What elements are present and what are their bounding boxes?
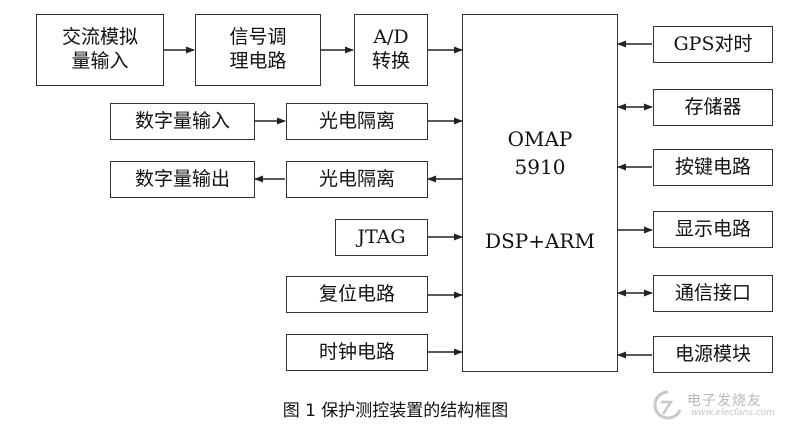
figure-caption: 图 1 保护测控装置的结构框图: [282, 401, 509, 421]
digital-input-block: 数字量输入: [110, 103, 255, 140]
reset-circuit-block: 复位电路: [286, 276, 428, 313]
reset-circuit-label: 复位电路: [318, 282, 395, 305]
watermark-text: 电子发烧友: [687, 393, 762, 409]
processor-line-omap: OMAP: [507, 127, 573, 151]
keypad-circuit-block: 按键电路: [653, 149, 773, 186]
digital-output-block: 数字量输出: [110, 161, 255, 198]
ac-analog-input-line2: 量输入: [71, 50, 129, 72]
signal-conditioning-block: 信号调理电路: [195, 14, 321, 86]
power-module-block: 电源模块: [653, 336, 773, 373]
clock-circuit-block: 时钟电路: [286, 334, 428, 371]
ac-analog-input-line1: 交流模拟: [61, 26, 138, 49]
opto-isolation-out-block: 光电隔离: [286, 161, 428, 198]
jtag-block: JTAG: [335, 219, 428, 256]
comm-interface-label: 通信接口: [674, 281, 751, 304]
signal-conditioning-line1: 信号调: [229, 26, 287, 49]
storage-block: 存储器: [653, 89, 773, 126]
watermark-logo-icon: [653, 390, 682, 420]
opto-isolation-in-block: 光电隔离: [286, 103, 428, 140]
watermark-url: www.elecfans.com: [691, 408, 776, 418]
ad-converter-line1: A/D: [373, 26, 409, 49]
keypad-circuit-label: 按键电路: [674, 155, 751, 178]
display-circuit-label: 显示电路: [674, 217, 751, 240]
processor-line-5910: 5910: [514, 155, 566, 179]
storage-label: 存储器: [684, 95, 742, 118]
omap-processor-block: OMAP 5910 DSP+ARM: [462, 14, 618, 372]
ac-analog-input-block: 交流模拟量输入: [36, 14, 164, 86]
signal-conditioning-line2: 理电路: [229, 50, 287, 72]
opto-isolation-out-label: 光电隔离: [318, 167, 395, 190]
power-module-label: 电源模块: [674, 342, 751, 365]
opto-isolation-in-label: 光电隔离: [318, 109, 395, 132]
jtag-label: JTAG: [357, 225, 406, 248]
watermark: 电子发烧友 www.elecfans.com: [651, 386, 786, 426]
gps-timing-label: GPS对时: [673, 32, 753, 55]
clock-circuit-label: 时钟电路: [318, 340, 395, 363]
ad-converter-line2: 转换: [371, 50, 410, 72]
processor-line-dsp-arm: DSP+ARM: [485, 229, 595, 253]
display-circuit-block: 显示电路: [653, 211, 773, 248]
digital-output-label: 数字量输出: [134, 167, 230, 190]
comm-interface-block: 通信接口: [653, 275, 773, 312]
digital-input-label: 数字量输入: [134, 109, 230, 132]
gps-timing-block: GPS对时: [653, 26, 773, 63]
